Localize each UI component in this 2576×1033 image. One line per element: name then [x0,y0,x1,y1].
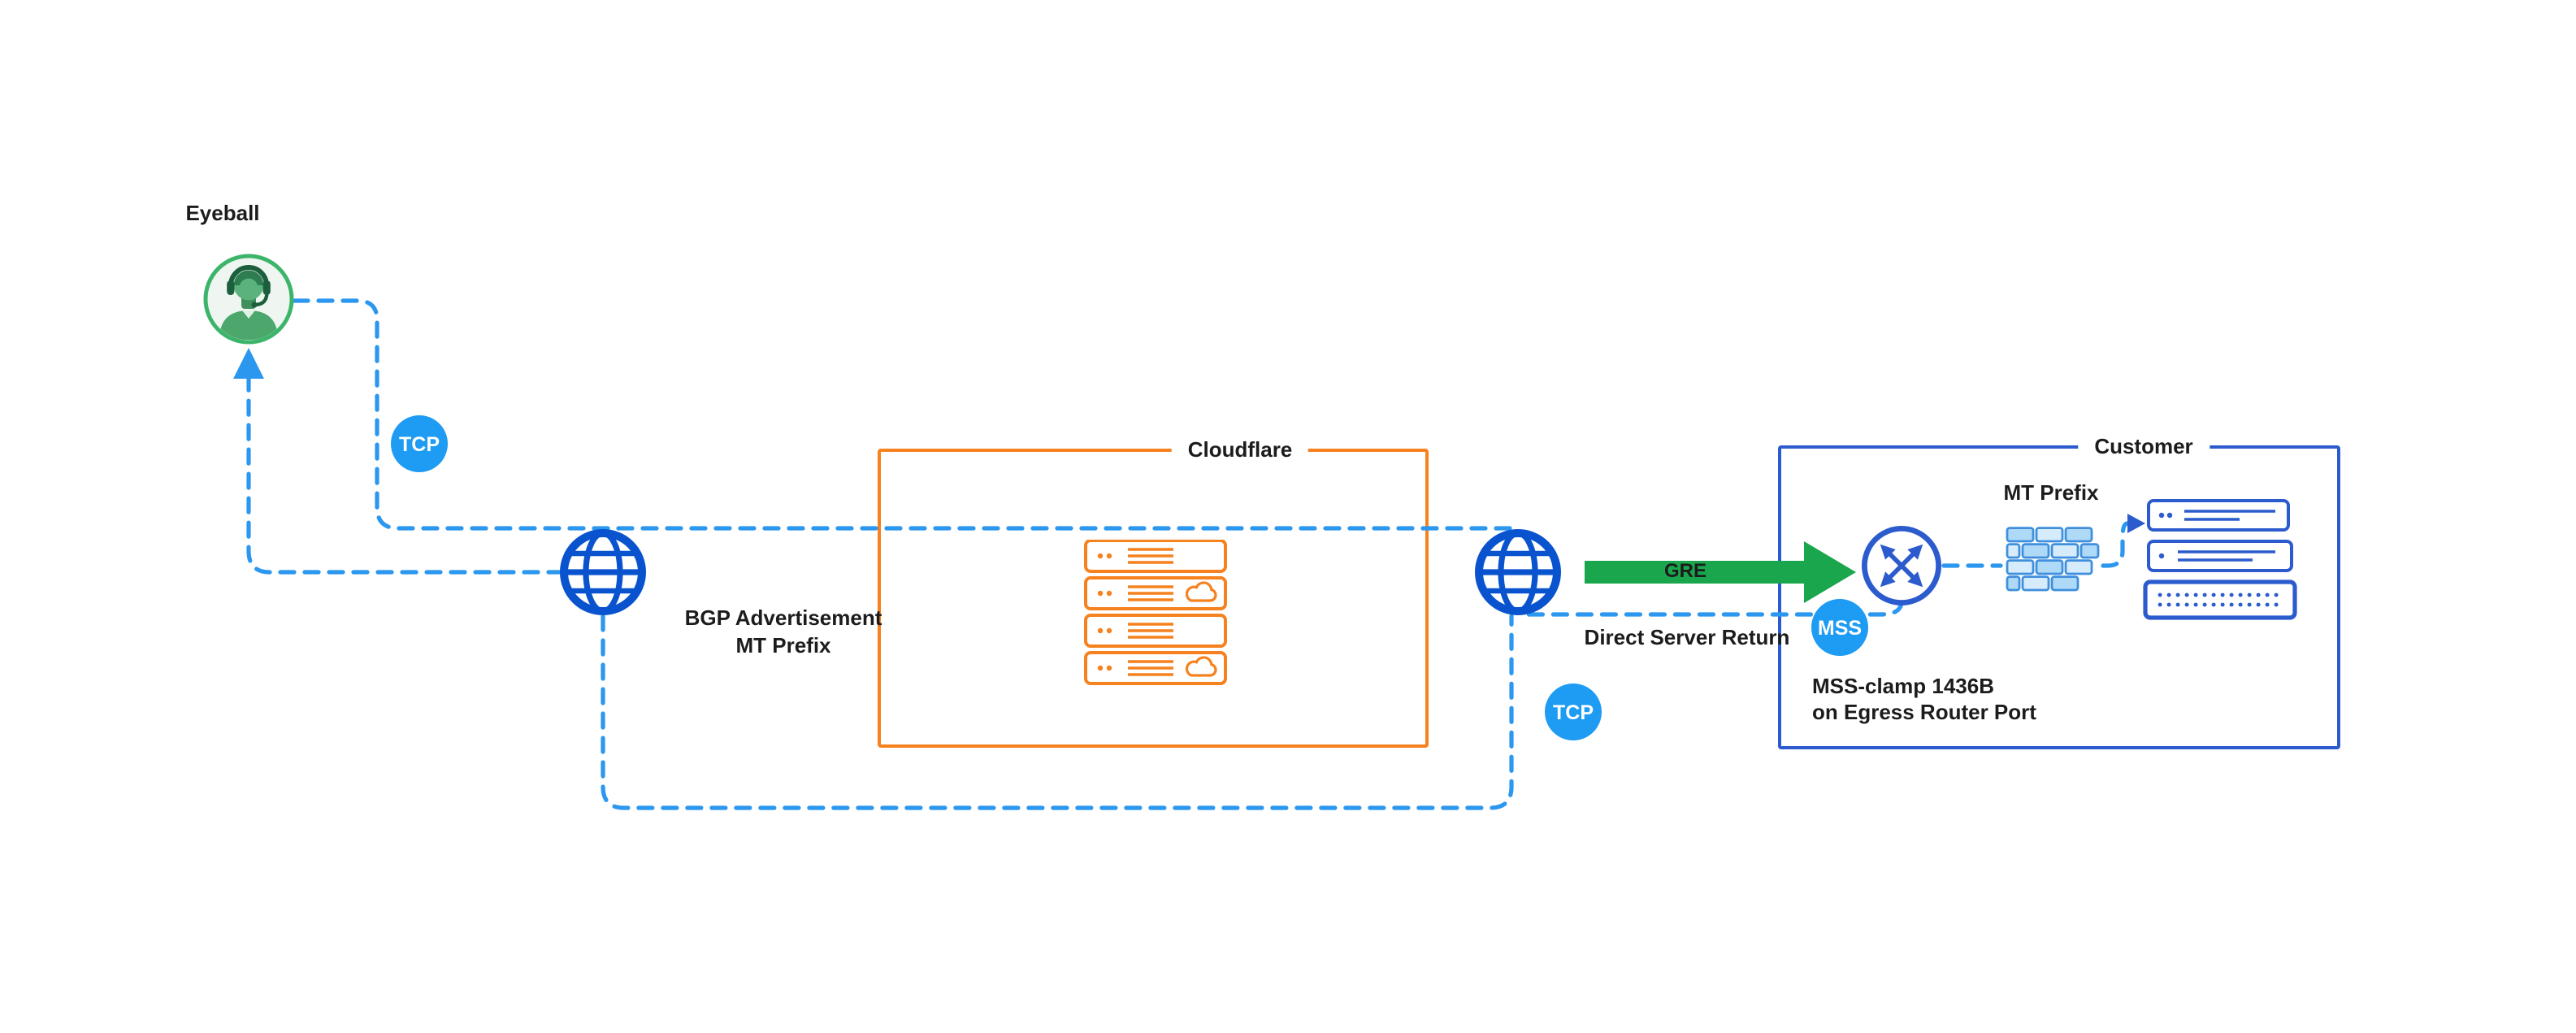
return-arrowhead-icon [233,348,264,379]
mss-badge: MSS [1811,599,1868,656]
internet-globe-left-icon [560,529,646,615]
bgp-advertisement-label: BGP Advertisement [684,605,883,630]
internet-globe-right-icon [1475,529,1561,615]
mss-clamp-label-line2: on Egress Router Port [1812,700,2036,724]
direct-server-return-label: Direct Server Return [1584,625,1790,649]
tcp-badge-right: TCP [1545,684,1602,740]
tcp-badge-left: TCP [391,415,448,472]
path-bottom-loop [601,614,1514,810]
path-firewall-to-servers [2101,521,2130,568]
eyeball-person-icon [203,254,294,345]
customer-server-stack-icon [2143,499,2297,620]
router-icon [1862,526,1941,605]
cloudflare-box: Cloudflare [878,437,1429,748]
customer-mt-prefix-label: MT Prefix [2003,480,2099,505]
gre-arrow-icon [1585,541,1856,603]
cloudflare-server-stack-icon [1084,540,1227,685]
mss-clamp-label-line1: MSS-clamp 1436B [1812,674,1994,698]
servers-arrowhead-icon [2127,514,2145,533]
cloudflare-box-title: Cloudflare [1171,437,1309,462]
eyeball-label: Eyeball [185,201,260,225]
path-eyeball-to-internet [292,298,1520,531]
customer-box-title: Customer [2078,434,2210,458]
firewall-icon [2006,527,2100,592]
customer-box: Customer [1778,434,2340,749]
path-return-to-eyeball [246,375,565,575]
gre-label: GRE [1663,559,1707,582]
bgp-mt-prefix-label: MT Prefix [735,633,831,658]
